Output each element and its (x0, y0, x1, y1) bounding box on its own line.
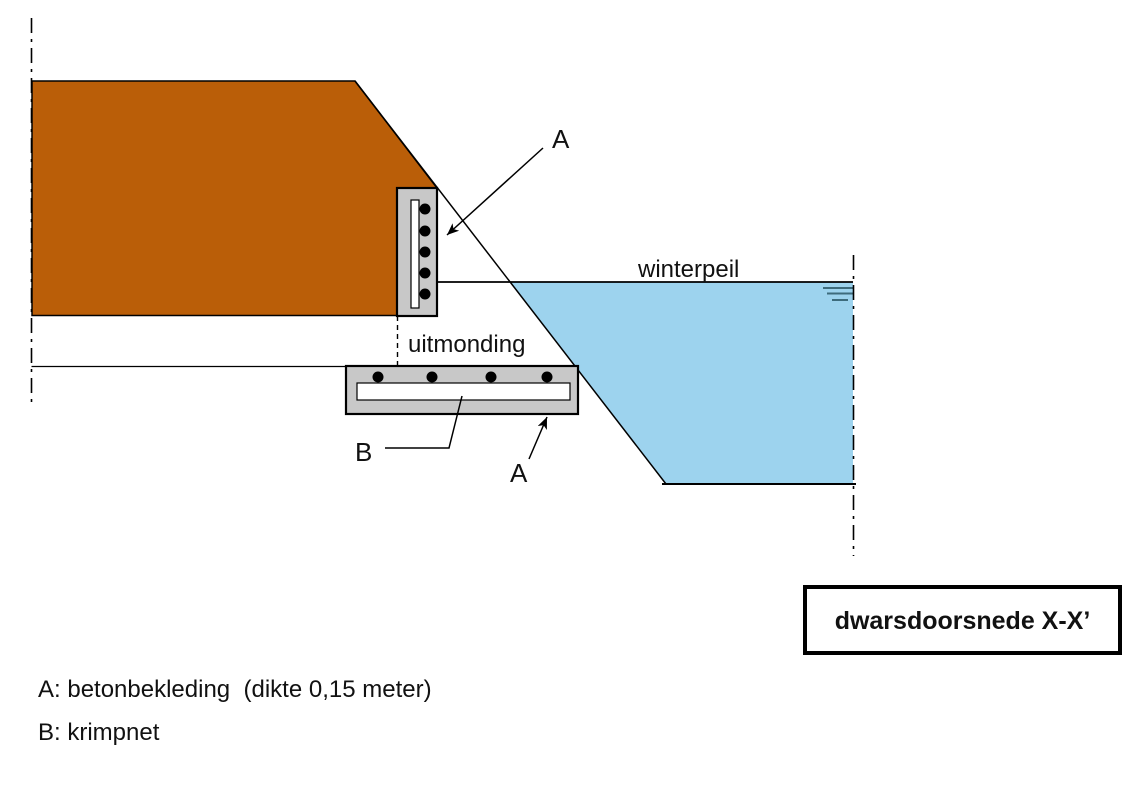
label-a-bottom: A (510, 458, 528, 488)
legend-line-a: A: betonbekleding (dikte 0,15 meter) (38, 676, 432, 703)
legend: A: betonbekleding (dikte 0,15 meter) B: … (38, 676, 432, 746)
shrink-net-vertical (410, 199, 420, 309)
section-title: dwarsdoorsnede X-X’ (835, 607, 1091, 635)
section-title-box: dwarsdoorsnede X-X’ (803, 585, 1122, 655)
leader-line-b (385, 395, 463, 449)
shrink-net-horizontal (356, 382, 571, 401)
dike-body (31, 80, 438, 317)
water-body (510, 282, 853, 484)
leader-arrow-a-bottom (528, 416, 548, 460)
uitmonding-label: uitmonding (408, 331, 525, 358)
label-b: B (355, 437, 372, 467)
winterpeil-label: winterpeil (637, 256, 739, 283)
legend-line-b: B: krimpnet (38, 719, 160, 746)
label-a-top: A (552, 124, 570, 154)
water-level-icon (823, 287, 854, 301)
concrete-lining-horizontal (344, 364, 580, 416)
concrete-lining-vertical (395, 186, 439, 318)
rebar-dots-vertical (419, 203, 431, 300)
rebar-dots-horizontal (372, 371, 553, 383)
leader-arrow-a-top (446, 147, 544, 236)
